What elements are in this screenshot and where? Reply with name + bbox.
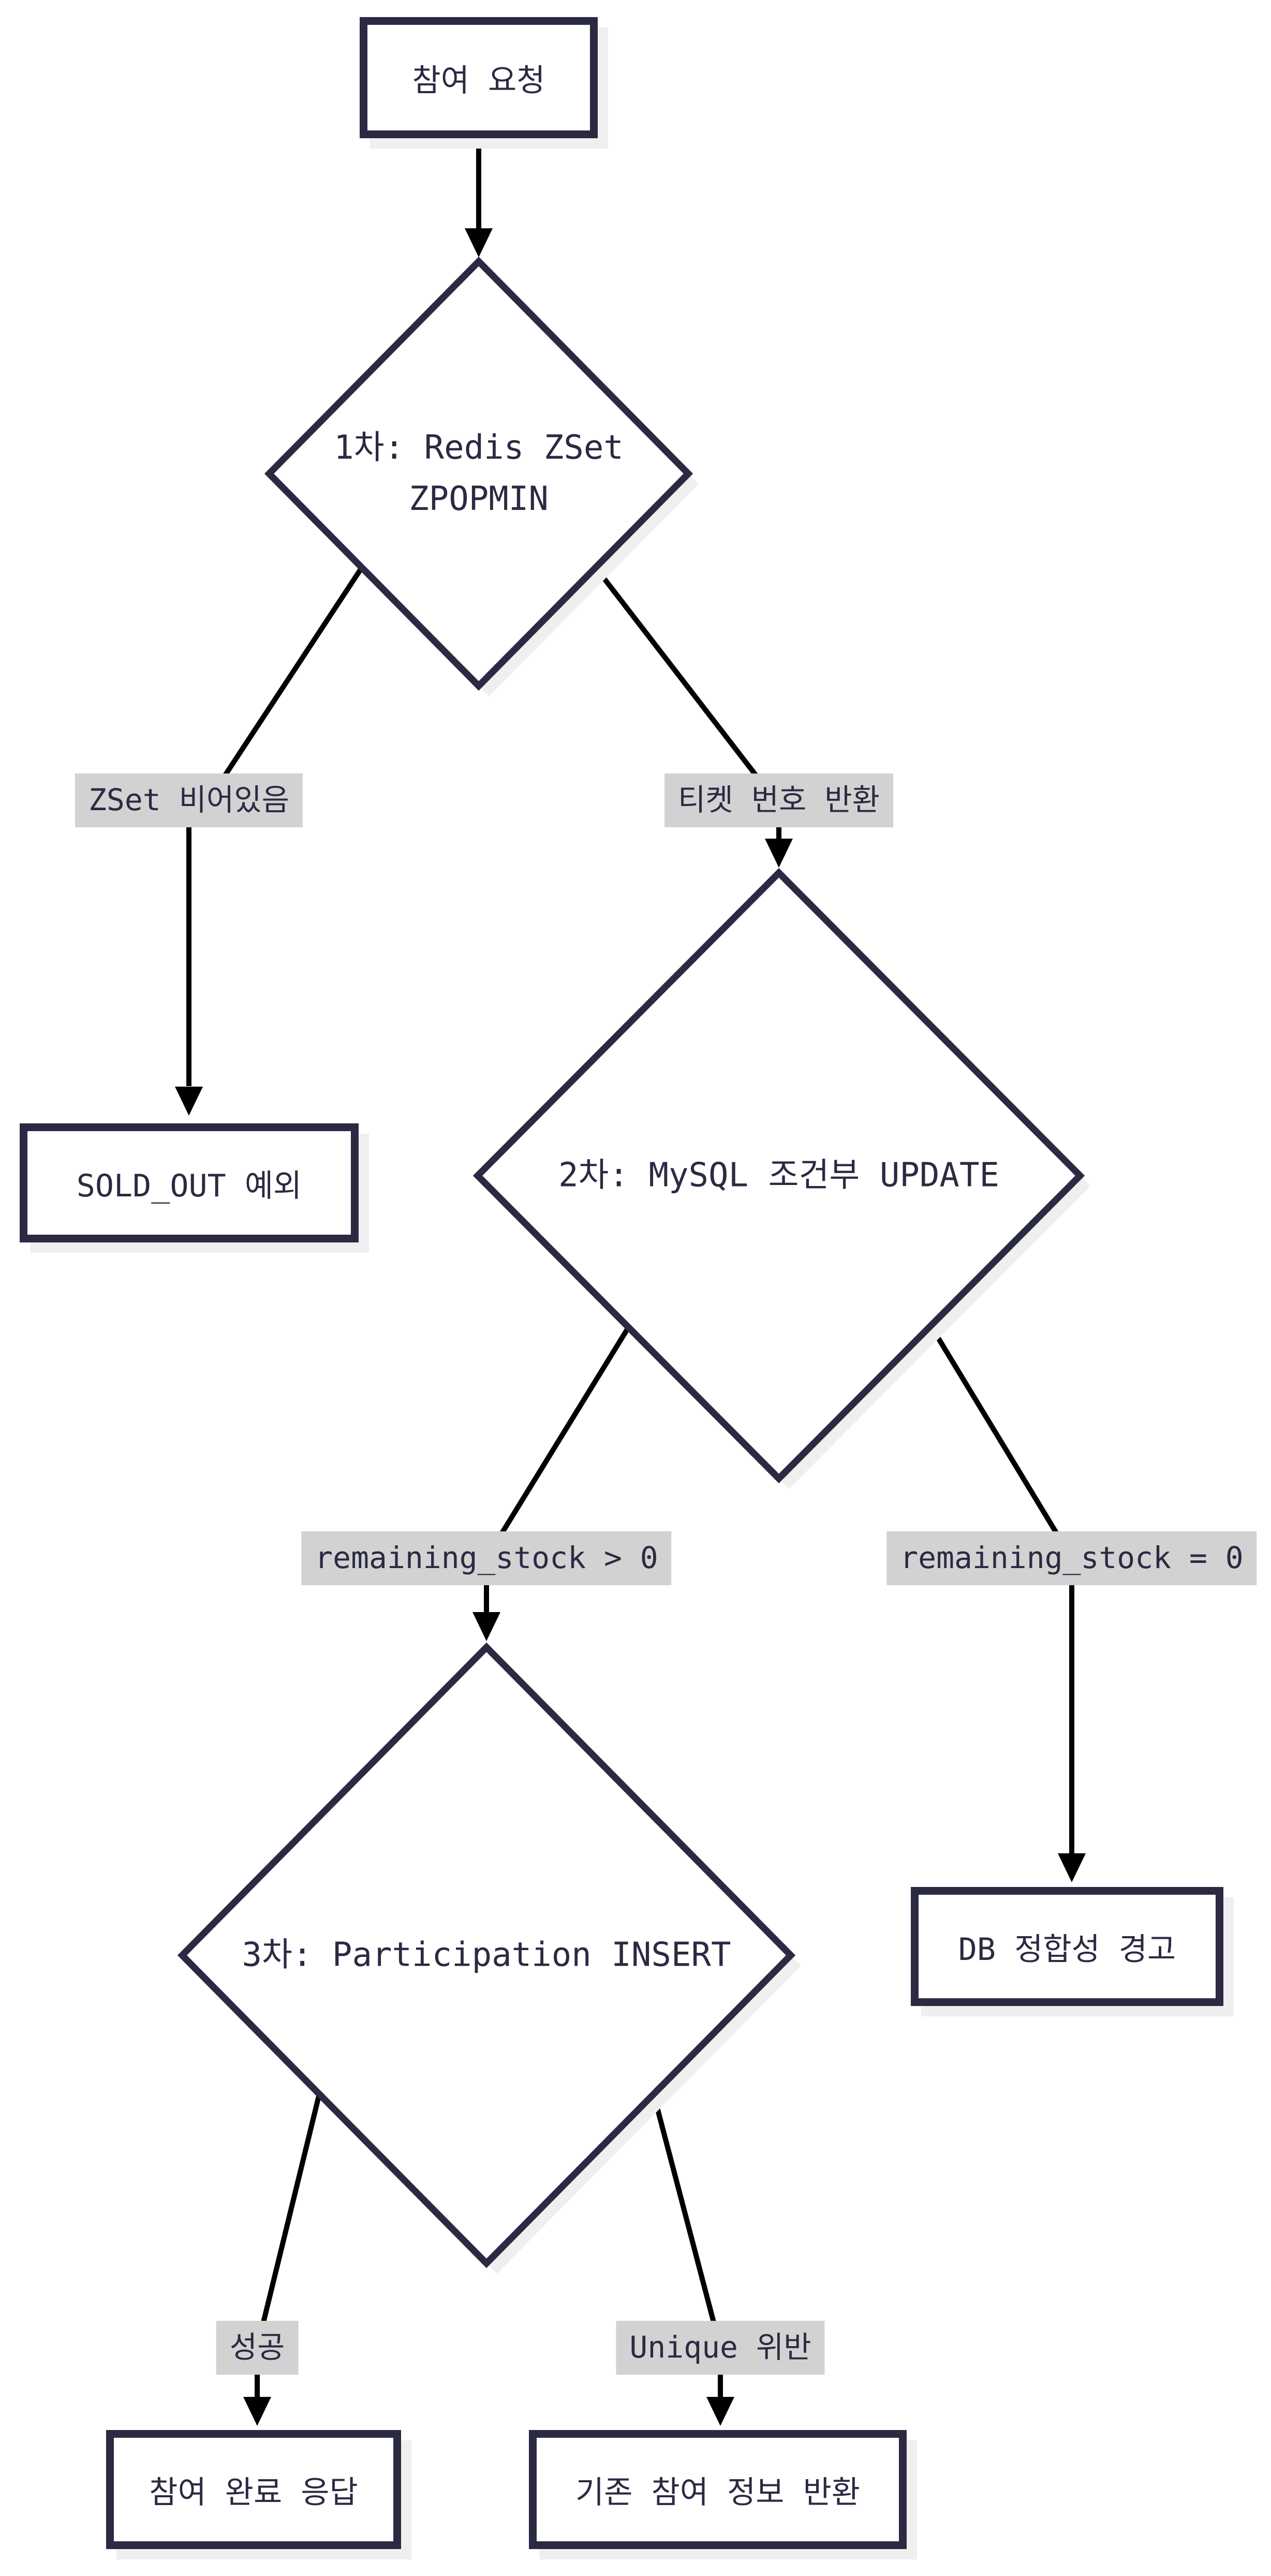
diamond-mysql-update [472, 868, 1085, 1484]
node-success-response: 참여 완료 응답 [106, 2430, 401, 2549]
diamond-redis-line1: 1차: Redis ZSet [334, 428, 624, 467]
edge-label-unique-violation: Unique 위반 [616, 2321, 825, 2375]
edge-label-zset-empty: ZSet 비어있음 [75, 773, 303, 827]
edge-label-success: 성공 [216, 2321, 299, 2375]
diamond-participation-insert [177, 1642, 796, 2268]
arrowhead-icon [243, 2397, 271, 2426]
node-start-label: 참여 요청 [412, 62, 545, 99]
node-db-warning: DB 정합성 경고 [911, 1887, 1223, 2006]
node-existing-info-label: 기존 참여 정보 반환 [575, 2474, 860, 2511]
edge-line-d1-to-soldout-a [220, 565, 365, 781]
edge-line-d3-to-dup-a [651, 2093, 723, 2349]
diamond-participation-insert-label: 3차: Participation INSERT [242, 1936, 731, 1974]
node-sold-out: SOLD_OUT 예외 [20, 1123, 359, 1242]
arrowhead-icon [175, 1087, 203, 1116]
arrowhead-icon [1058, 1853, 1086, 1882]
arrowhead-icon [472, 1612, 500, 1641]
arrowhead-icon [706, 2397, 734, 2426]
edge-line-d1-to-d2-a [593, 565, 781, 807]
edge-line-d2-to-db-a [928, 1324, 1074, 1560]
node-existing-info: 기존 참여 정보 반환 [529, 2430, 907, 2549]
diamond-redis-zpopmin [264, 256, 693, 691]
edge-label-stock-eq0: remaining_stock = 0 [886, 1531, 1257, 1585]
diamond-redis-line2: ZPOPMIN [409, 480, 549, 518]
diamond-redis-zpopmin-label: 1차: Redis ZSet ZPOPMIN [334, 422, 624, 525]
edge-line-d2-to-d3-a [484, 1325, 631, 1560]
diamond-mysql-update-label: 2차: MySQL 조건부 UPDATE [558, 1156, 1000, 1195]
node-db-warning-label: DB 정합성 경고 [958, 1931, 1176, 1968]
node-success-response-label: 참여 완료 응답 [149, 2474, 358, 2511]
arrowhead-icon [765, 839, 793, 868]
edge-label-stock-gt0: remaining_stock > 0 [301, 1531, 672, 1585]
edge-line-d3-to-done-a [255, 2093, 322, 2349]
arrowhead-icon [465, 228, 493, 257]
edge-label-ticket-return: 티켓 번호 반환 [664, 773, 893, 827]
node-sold-out-label: SOLD_OUT 예외 [76, 1167, 302, 1204]
node-start: 참여 요청 [360, 17, 598, 138]
